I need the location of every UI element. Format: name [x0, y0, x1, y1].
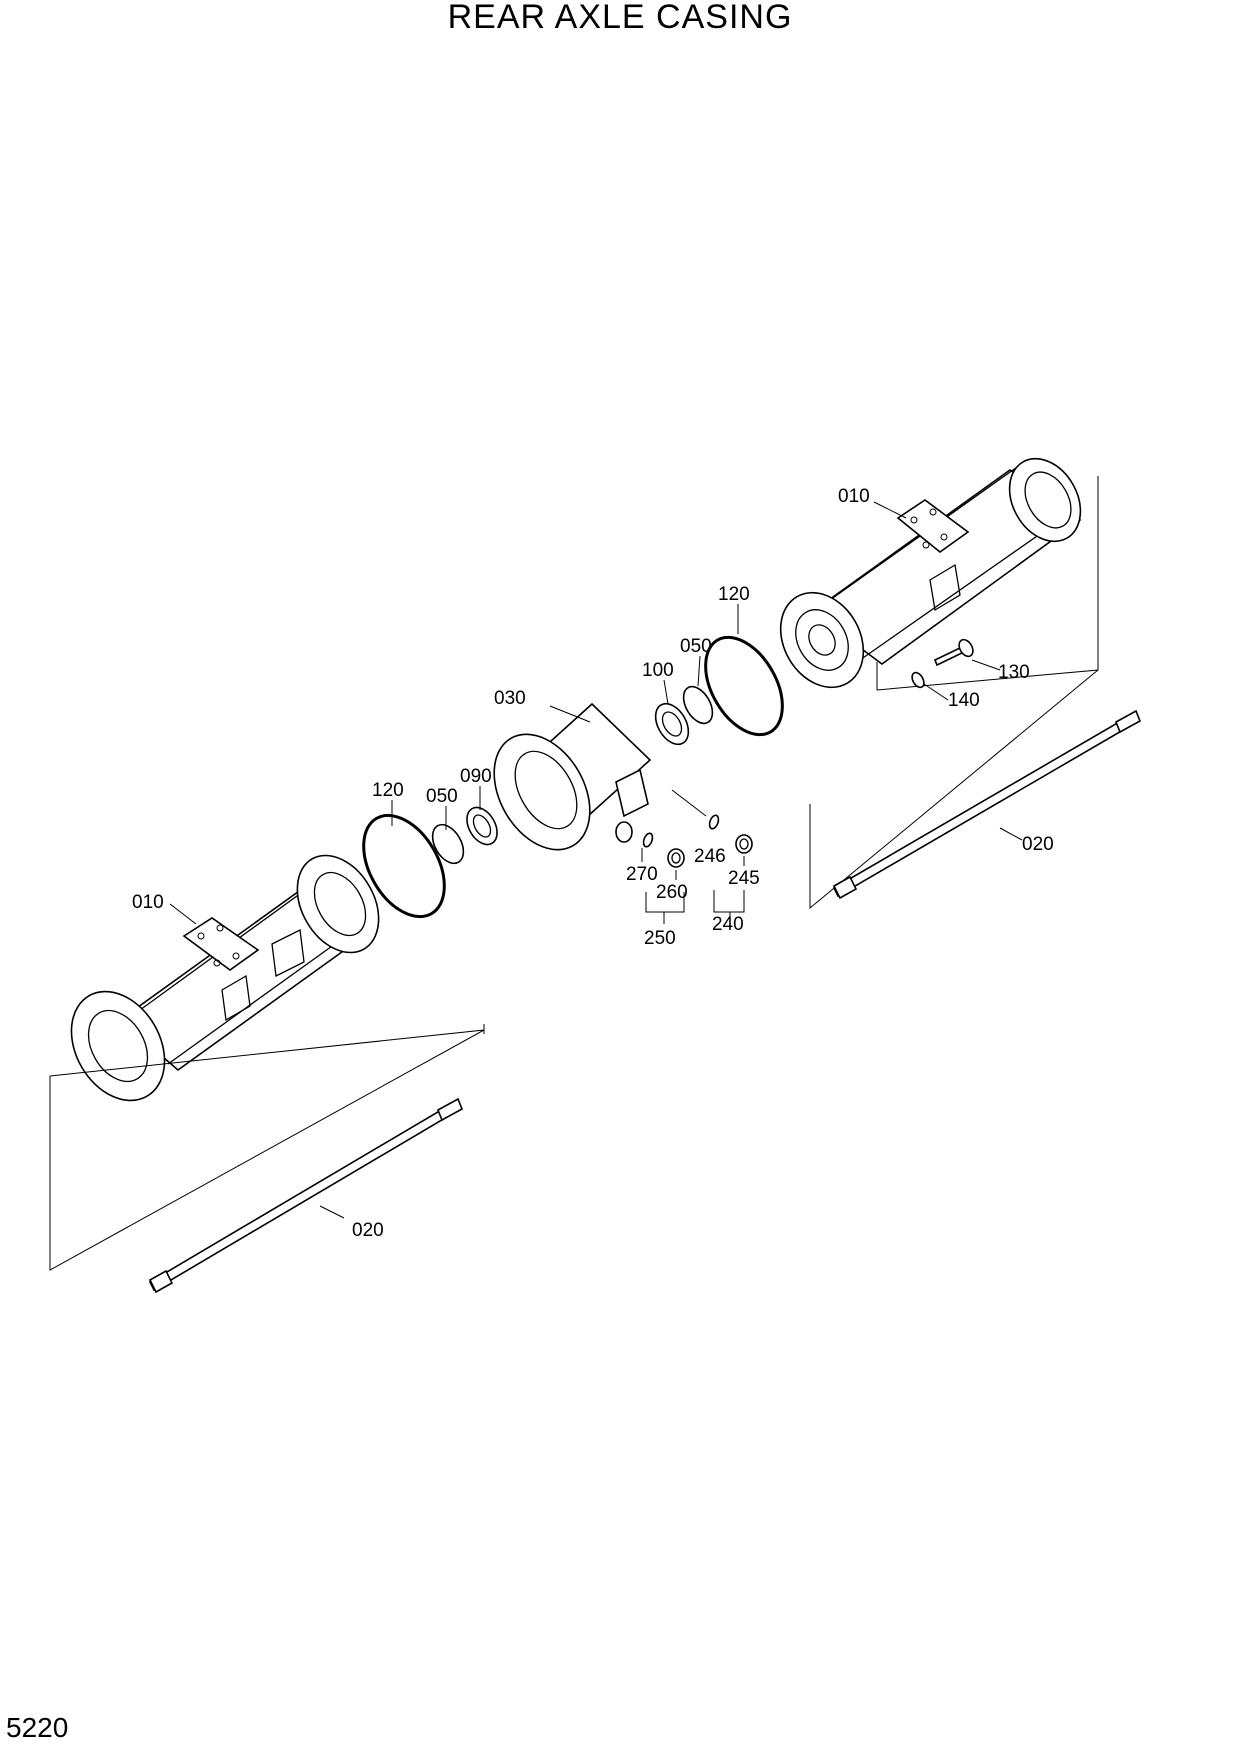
callout-010-left: 010: [132, 892, 164, 913]
callout-120-left: 120: [372, 780, 404, 801]
bearing-100: [654, 702, 690, 746]
bolt-130: [933, 638, 974, 667]
leader-lines: [169, 501, 1023, 1219]
callout-120-right: 120: [718, 584, 750, 605]
callout-245: 245: [728, 868, 760, 889]
axle-shaft-right: [832, 709, 1142, 900]
axle-housing-left: [70, 854, 380, 1102]
callout-090: 090: [460, 766, 492, 787]
callout-240: 240: [712, 914, 744, 935]
page-number: 5220: [6, 1712, 69, 1743]
bracket-line-right: [876, 476, 1099, 691]
callout-030: 030: [494, 688, 526, 709]
bracket-line-left-top: [49, 1024, 485, 1077]
callout-246: 246: [694, 846, 726, 867]
o-ring-120-left: [362, 813, 446, 919]
plug-260: [667, 848, 685, 868]
callout-130: 130: [998, 662, 1030, 683]
o-ring-120-right: [704, 635, 784, 737]
seal-ring-050-right: [682, 685, 714, 725]
callout-250: 250: [644, 928, 676, 949]
o-ring-246: [708, 814, 720, 830]
plug-245: [735, 834, 753, 854]
callout-100: 100: [642, 660, 674, 681]
callout-140: 140: [948, 690, 980, 711]
callout-260: 260: [656, 882, 688, 903]
seal-ring-050-left: [431, 823, 465, 865]
axle-housing-right: [779, 457, 1082, 689]
bracket-line-right-lower: [809, 669, 1099, 910]
center-housing-030: [493, 702, 652, 851]
callout-020-left: 020: [352, 1220, 384, 1241]
o-ring-270: [642, 832, 654, 848]
callout-020-right: 020: [1022, 834, 1054, 855]
washer-140: [911, 671, 925, 689]
callout-270: 270: [626, 864, 658, 885]
callout-050-right: 050: [680, 636, 712, 657]
callout-050-left: 050: [426, 786, 458, 807]
callout-010-right: 010: [838, 486, 870, 507]
axle-shaft-left: [148, 1097, 464, 1294]
page-title: REAR AXLE CASING: [447, 0, 793, 36]
bearing-090: [466, 806, 498, 846]
